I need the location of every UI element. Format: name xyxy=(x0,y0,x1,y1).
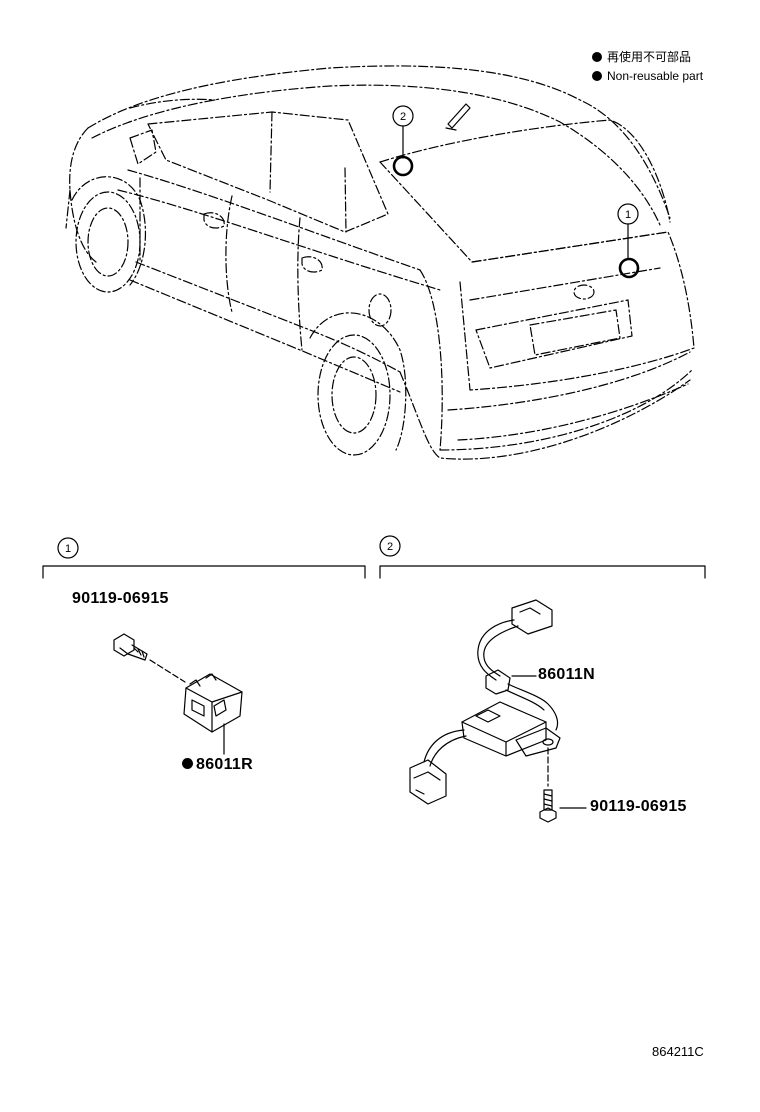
illustration-code: 864211C xyxy=(652,1044,704,1059)
non-reusable-dot-icon xyxy=(592,71,602,81)
sensor-86011R xyxy=(183,673,243,755)
part-number-bolt-2[interactable]: 90119-06915 xyxy=(590,798,687,815)
part-number-sensor[interactable]: 86011R xyxy=(182,756,253,774)
legend-en: Non-reusable part xyxy=(592,69,703,83)
module-86011N xyxy=(409,599,561,805)
non-reusable-dot-icon xyxy=(592,52,602,62)
legend-jp: 再使用不可部品 xyxy=(592,50,691,64)
part-number-bolt-1[interactable]: 90119-06915 xyxy=(72,590,169,607)
section-1-bracket xyxy=(42,537,366,579)
callout-1 xyxy=(617,203,640,279)
callout-2 xyxy=(392,105,414,177)
bolt-2 xyxy=(539,789,587,823)
section-1-badge: 1 xyxy=(65,543,71,555)
non-reusable-dot-icon xyxy=(182,758,193,769)
section-2-badge: 2 xyxy=(387,541,393,553)
part-number-module[interactable]: 86011N xyxy=(538,666,595,683)
callout-1-number: 1 xyxy=(625,209,631,221)
callout-2-number: 2 xyxy=(400,111,406,123)
section-2-bracket xyxy=(379,535,706,579)
antenna xyxy=(445,103,471,131)
car-illustration xyxy=(65,65,695,460)
bolt-1 xyxy=(113,633,186,683)
